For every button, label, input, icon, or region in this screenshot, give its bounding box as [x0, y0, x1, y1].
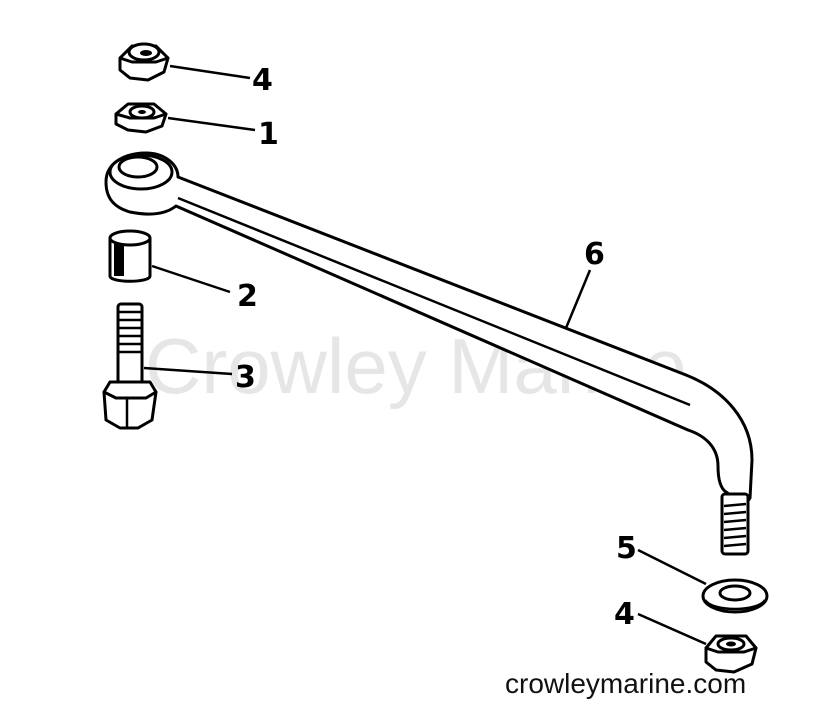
callout-label-4-bottom: 4 [614, 597, 635, 632]
callout-label-2: 2 [237, 279, 258, 314]
steering-link-rod-part [104, 151, 754, 556]
callout-label-4-top: 4 [252, 63, 273, 98]
website-url: crowleymarine.com [505, 668, 746, 699]
lock-nut-top-part [118, 42, 170, 82]
nut-part [114, 102, 168, 134]
spacer-part [108, 229, 152, 283]
leader-line-4-top [169, 64, 251, 80]
leader-line-5 [637, 548, 707, 586]
lock-nut-bottom-part [704, 634, 758, 674]
leader-line-1 [167, 116, 256, 132]
leader-line-2 [151, 264, 231, 294]
callout-label-1: 1 [258, 117, 279, 152]
leader-line-6 [564, 269, 592, 329]
bolt-part [102, 302, 158, 430]
callout-label-6: 6 [584, 237, 605, 272]
washer-part [701, 578, 769, 614]
leader-line-3 [143, 366, 233, 376]
leader-line-4-bottom [637, 612, 707, 646]
callout-label-3: 3 [235, 360, 256, 395]
callout-label-5: 5 [616, 531, 637, 566]
